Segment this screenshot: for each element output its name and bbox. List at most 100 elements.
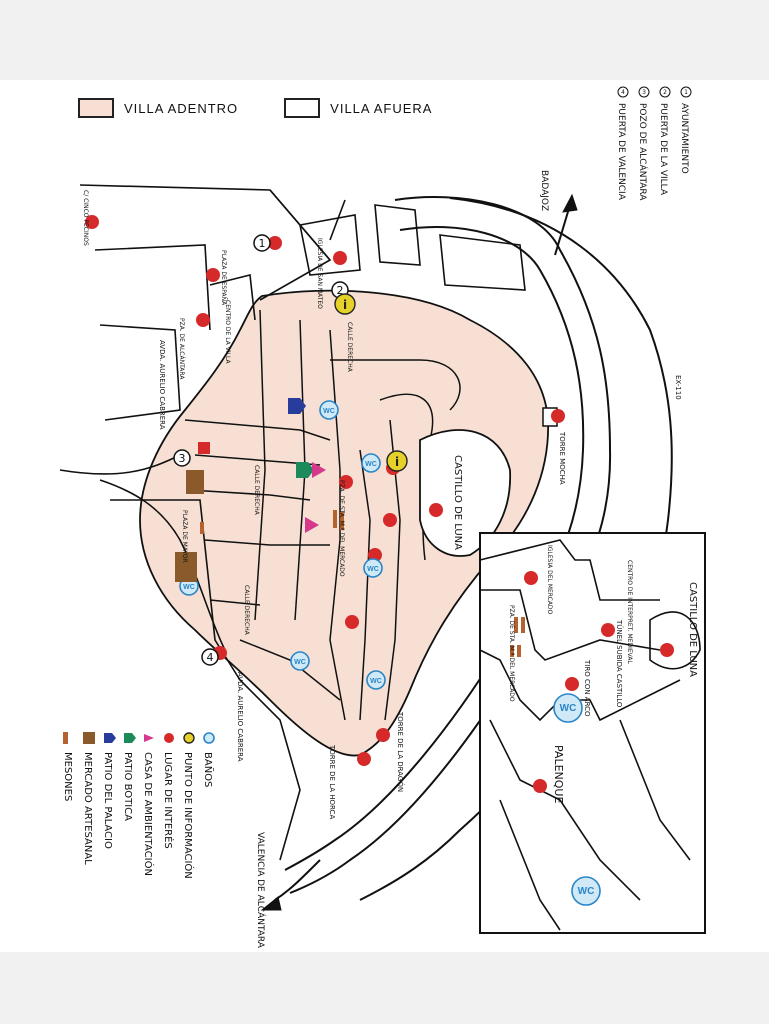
inset-plaza-label: PZA. DE STA. M.ª DEL MERCADO: [508, 605, 515, 702]
wc-label: WC: [578, 886, 595, 897]
legend-banos-icon: [203, 732, 215, 744]
legend-meson-label: MESONES: [62, 752, 73, 801]
legend-palacio-label: PATIO DEL PALACIO: [102, 752, 113, 849]
legend-botica-icon: [124, 733, 136, 743]
wc-icon: [363, 558, 383, 578]
wc-label: WC: [323, 408, 335, 415]
inset-centro-label: CENTRO DE INTERPRET. MEDIEVAL: [626, 560, 633, 664]
poi-marker: [268, 236, 282, 250]
meson-icon: [514, 617, 518, 633]
mercado-artesanal-icon: [175, 552, 197, 582]
poi-marker: [376, 728, 390, 742]
wc-label: WC: [183, 584, 195, 591]
meson-icon: [517, 645, 521, 657]
castillo-label: CASTILLO DE LUNA: [452, 455, 463, 550]
casa-ambientacion-icon: [305, 517, 319, 533]
arrow-badajoz-icon: [562, 193, 578, 213]
wc-icon: [553, 693, 583, 723]
poi-marker: [85, 215, 99, 229]
poi-marker: [196, 313, 210, 327]
legend-casa-label: CASA DE AMBIENTACIÓN: [142, 752, 155, 876]
site-marker-4: [201, 648, 219, 666]
meson-icon: [340, 512, 344, 530]
poi-marker: [345, 615, 359, 629]
poi-marker: [206, 268, 220, 282]
numbered-site-list: 1 AYUNTAMIENTO 2 PUERTA DE LA VILLA 3 PO…: [616, 86, 692, 201]
plaza-mayor-label: PLAZA DE MAYOR: [181, 510, 188, 563]
poi-marker: [429, 503, 443, 517]
site-marker-3-number: 3: [179, 452, 186, 465]
legend-banos-label: BAÑOS: [202, 752, 215, 787]
wc-icon: [290, 651, 310, 671]
centro-villa-label: CENTRO DE LA VILLA: [224, 300, 231, 364]
site-marker-4-number: 4: [207, 651, 214, 664]
plaza-top-label: PZA. DE ALCÁNTARA: [178, 318, 185, 380]
list-item-puerta-villa: PUERTA DE LA VILLA: [658, 103, 668, 196]
wc-label: WC: [560, 703, 577, 714]
wc-icon: [571, 876, 601, 906]
inset-map: WC WC CASTILLO DE LUNA CENTRO DE INTERPR…: [479, 532, 706, 934]
wc-icon: [319, 400, 339, 420]
wc-label: WC: [365, 461, 377, 468]
legend-poi-icon: [164, 733, 174, 743]
legend-meson-icon: [63, 732, 68, 744]
info-point-icon: [386, 450, 408, 472]
castillo-de-luna: [419, 429, 511, 557]
inset-castillo-label: CASTILLO DE LUNA: [687, 582, 698, 677]
wc-label: WC: [367, 566, 379, 573]
street-grid: [59, 184, 526, 861]
calle-derecha-label: CALLE DERECHA: [243, 585, 250, 636]
site-marker-2-number: 2: [337, 284, 344, 297]
patio-palacio-icon: [288, 398, 306, 414]
inset-tunel-label: TÚNEL SUBIDA CASTILLO: [615, 619, 624, 708]
legend-casa-icon: [144, 734, 154, 742]
villa-adentro-label: VILLA ADENTRO: [124, 100, 239, 116]
patio-botica-icon: [296, 462, 314, 478]
list-item-puerta-valencia: PUERTA DE VALENCIA: [616, 103, 626, 201]
meson-icon: [200, 522, 204, 534]
poi-marker: [565, 677, 579, 691]
list-number-3: 3: [642, 89, 646, 96]
calle-derecha-label: CALLE DERECHA: [253, 465, 260, 516]
torre-dragon-label: TORRE DE LA DRAGÓN: [396, 711, 405, 792]
poi-marker: [333, 251, 347, 265]
calle-derecha-label: CALLE DERECHA: [346, 322, 353, 373]
poi-marker: [524, 571, 538, 585]
villa-afuera-swatch: [284, 98, 321, 118]
badajoz-label: BADAJOZ: [539, 170, 549, 211]
poi-marker: [601, 623, 615, 637]
poi-marker: [551, 409, 565, 423]
plaza-espana-label: PLAZA DE ESPAÑA: [220, 250, 227, 306]
wc-icon: [366, 670, 386, 690]
mercado-artesanal-icon: [186, 470, 204, 494]
poi-marker: [357, 752, 371, 766]
wc-icon: [361, 453, 381, 473]
wc-label: WC: [294, 659, 306, 666]
poi-marker: [533, 779, 547, 793]
inset-tiro-label: TIRO CON ARCO: [583, 659, 591, 717]
road-arrows: [260, 193, 578, 911]
cinco-pecinos-label: C/ CINCO PECINOS: [82, 190, 89, 246]
meson-icon: [521, 617, 525, 633]
plaza-mercado-label: PZA. DE STA. M.ª DEL MERCADO: [338, 480, 345, 577]
site-marker-3: [173, 449, 191, 467]
poi-marker: [198, 442, 210, 454]
iglesia-san-mateo-label: IGLESIA DE SAN MATEO: [316, 238, 323, 309]
list-number-4: 4: [621, 89, 625, 96]
ex110-label: EX-110: [674, 375, 682, 400]
avda-label: AVDA. AURELIO CABRERA: [236, 672, 244, 762]
list-number-2: 2: [663, 89, 667, 96]
info-point-icon: [334, 293, 356, 315]
legend-info-icon: [183, 732, 195, 744]
legend-mercado-label: MERCADO ARTESANAL: [82, 752, 93, 865]
inset-iglesia-label: IGLESIA DEL MERCADO: [546, 545, 553, 615]
list-number-1: 1: [684, 89, 688, 96]
arrow-valencia-icon: [260, 896, 282, 911]
area-legend: VILLA ADENTRO VILLA AFUERA: [78, 98, 432, 118]
villa-afuera-label: VILLA AFUERA: [330, 100, 433, 116]
info-point-glyph: i: [343, 298, 347, 312]
meson-icon: [510, 645, 514, 657]
info-point-glyph: i: [395, 455, 399, 469]
wc-label: WC: [370, 678, 382, 685]
